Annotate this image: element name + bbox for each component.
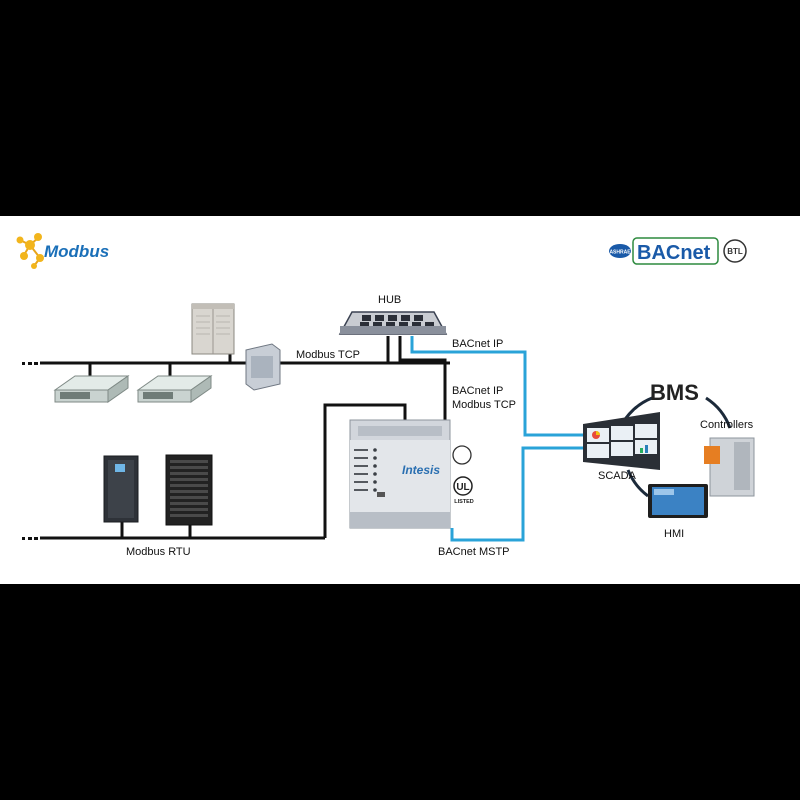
modbus-tcp-label: Modbus TCP (296, 349, 360, 361)
server-rack (165, 454, 213, 526)
outdoor-vrf-unit (191, 303, 235, 355)
hub-label: HUB (378, 294, 401, 306)
modbus-rtu-dash-left (22, 537, 38, 540)
bacnet-ip-line (410, 336, 585, 437)
modbus-tcp-dash-left (22, 362, 38, 365)
btl-text: BTL (727, 247, 743, 256)
controllers-device (704, 437, 755, 497)
modbus-rtu-bus (40, 403, 407, 540)
bacnet-ip-label-mid: BACnet IP (452, 385, 503, 397)
hub-device (338, 311, 448, 335)
modbus-tcp-label-mid: Modbus TCP (452, 399, 516, 411)
intesis-gateway: Intesis UL LISTED (349, 419, 474, 529)
modbus-molecule-icon (16, 233, 44, 269)
modbus-wordmark: Modbus (44, 242, 109, 261)
bacnet-wordmark: BACnet (637, 242, 711, 264)
hub-to-gateway-line (398, 336, 447, 420)
ups-cabinet (103, 455, 139, 523)
bacnet-ip-label-top: BACnet IP (452, 338, 503, 350)
intesis-wordmark: Intesis (402, 463, 440, 477)
modbus-tcp-gateway (245, 343, 281, 391)
bacnet-mstp-line (450, 446, 585, 542)
modbus-tcp-bus (40, 336, 450, 378)
bms-label: BMS (650, 380, 699, 405)
ul-listed-icon: UL LISTED (453, 476, 474, 505)
btl-logo-icon: BTL (723, 239, 747, 263)
btl-gateway-icon (452, 445, 472, 465)
ashrae-badge-icon: ASHRAE (609, 244, 631, 258)
ul-text: UL (456, 482, 469, 493)
controllers-label: Controllers (700, 419, 754, 431)
ducted-unit-2 (136, 375, 213, 403)
hmi-panel (648, 484, 708, 518)
modbus-logo: Modbus (16, 233, 109, 269)
hmi-label: HMI (664, 528, 684, 540)
ashrae-text: ASHRAE (609, 250, 631, 256)
scada-label: SCADA (598, 470, 637, 482)
ducted-unit-1 (53, 375, 130, 403)
ul-listed-text: LISTED (454, 499, 474, 505)
bacnet-logo: ASHRAE BACnet BTL (609, 237, 747, 265)
modbus-rtu-label: Modbus RTU (126, 546, 191, 558)
scada-monitors (583, 412, 660, 470)
bacnet-mstp-label: BACnet MSTP (438, 546, 510, 558)
